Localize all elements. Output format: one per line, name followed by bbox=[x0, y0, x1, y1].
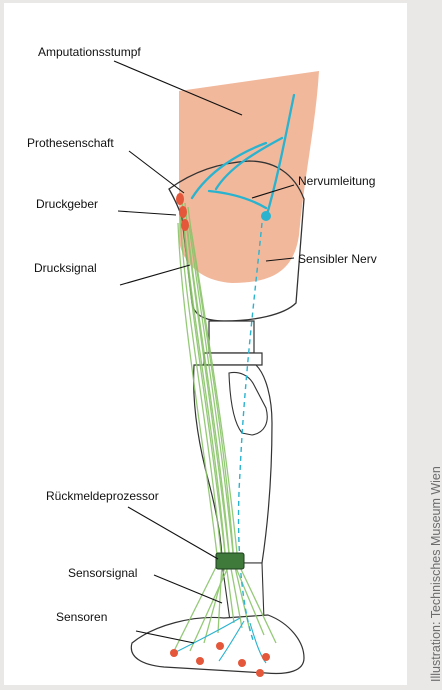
diagram-panel: Amputationsstumpf Prothesenschaft Nervum… bbox=[4, 3, 407, 685]
sensor-dot bbox=[256, 669, 264, 677]
label-drucksignal: Drucksignal bbox=[34, 261, 97, 275]
label-nervumleitung: Nervumleitung bbox=[298, 174, 375, 188]
feedback-processor bbox=[216, 553, 244, 569]
label-rueckmeldeprozessor: Rückmeldeprozessor bbox=[46, 489, 159, 503]
label-sensibler-nerv: Sensibler Nerv bbox=[298, 252, 377, 266]
label-amputationsstumpf: Amputationsstumpf bbox=[38, 45, 141, 59]
sensor-dot bbox=[238, 659, 246, 667]
knee-joint bbox=[209, 321, 254, 353]
sensor-dot bbox=[170, 649, 178, 657]
sensor-dot bbox=[262, 653, 270, 661]
sensor-dot bbox=[196, 657, 204, 665]
nerve-endpoint bbox=[261, 211, 271, 221]
label-sensorsignal: Sensorsignal bbox=[68, 566, 137, 580]
label-druckgeber: Druckgeber bbox=[36, 197, 98, 211]
illustration-credit: Illustration: Technisches Museum Wien bbox=[429, 466, 442, 682]
prosthesis-diagram: Amputationsstumpf Prothesenschaft Nervum… bbox=[4, 3, 407, 685]
label-sensoren: Sensoren bbox=[56, 610, 107, 624]
label-prothesenschaft: Prothesenschaft bbox=[27, 136, 114, 150]
sensor-dot bbox=[216, 642, 224, 650]
